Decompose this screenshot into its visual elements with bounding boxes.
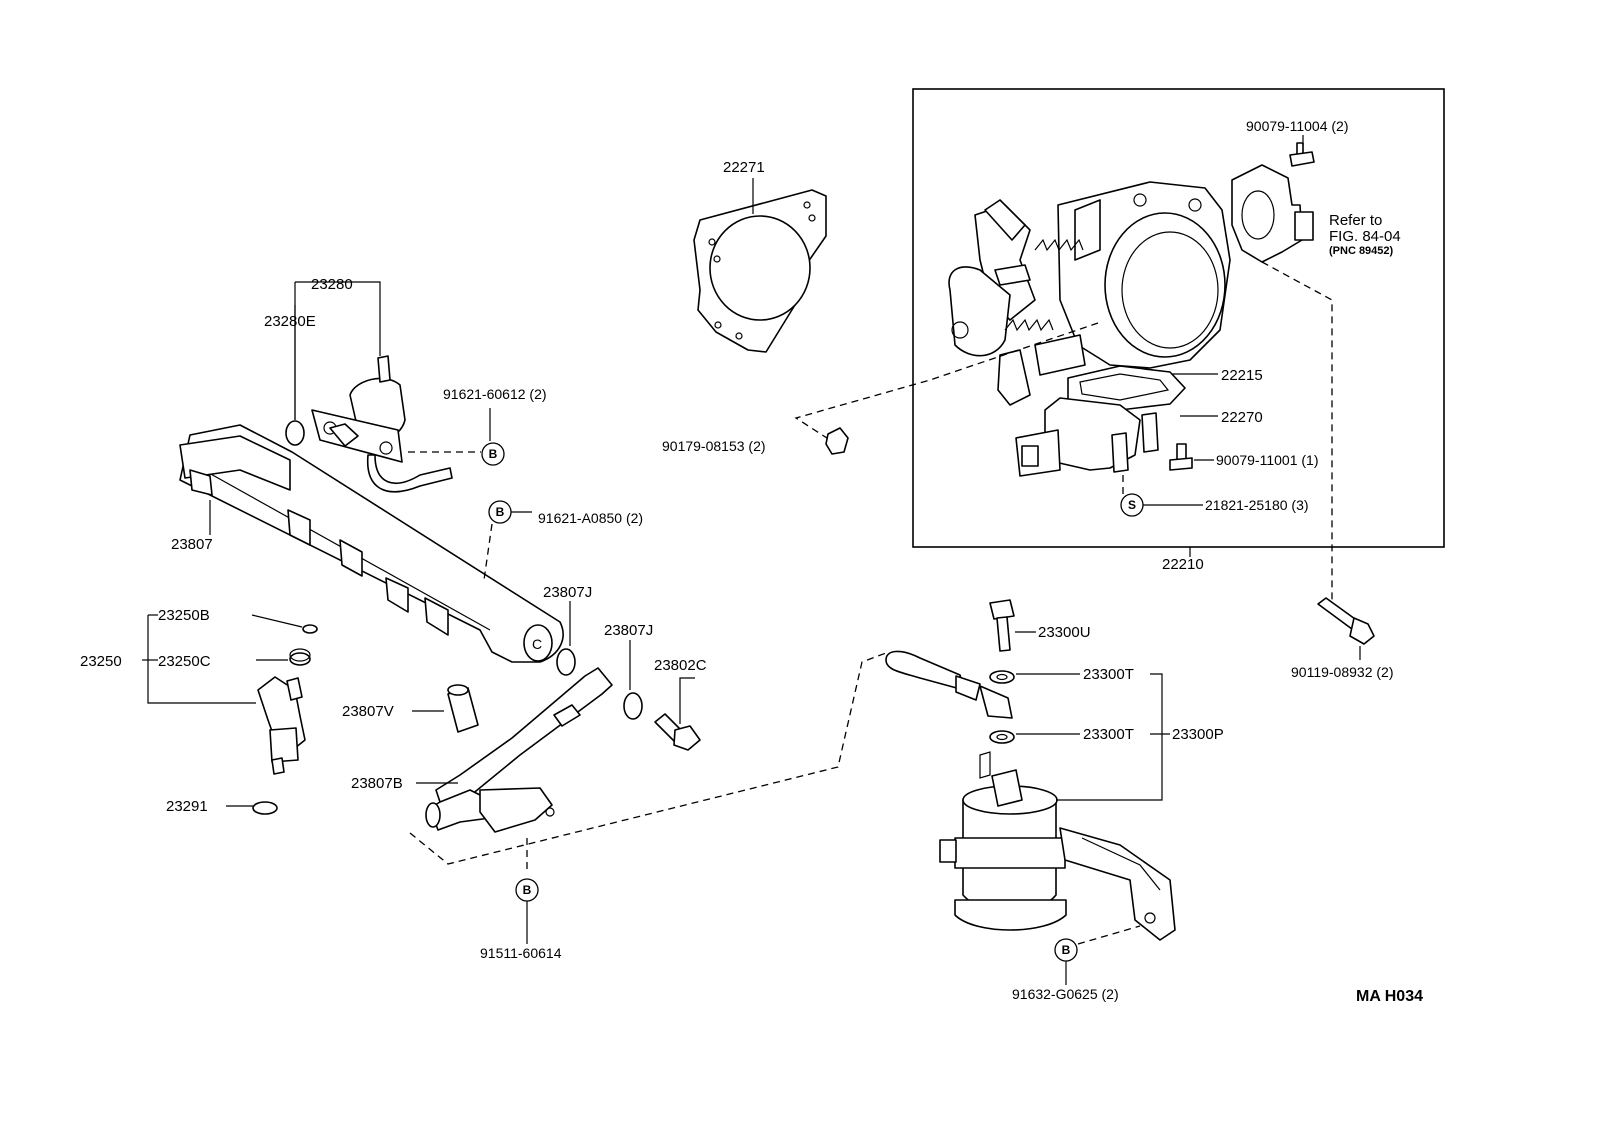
label-90179-08153: 90179-08153 (2) <box>662 438 766 454</box>
label-23300T-a: 23300T <box>1083 666 1134 683</box>
label-refer-fig: FIG. 84-04 <box>1329 228 1401 245</box>
label-22210: 22210 <box>1162 556 1204 573</box>
svg-text:B: B <box>523 883 532 897</box>
label-23807J-a: 23807J <box>543 584 592 601</box>
symbol-b-91621-60612: B <box>481 442 505 466</box>
label-23300U: 23300U <box>1038 624 1091 641</box>
label-23250: 23250 <box>80 653 122 670</box>
label-23300P: 23300P <box>1172 726 1224 743</box>
gasket-22271[interactable] <box>693 189 827 353</box>
symbol-s-21821-25180: S <box>1120 493 1144 517</box>
idle-air-control-valve-22270[interactable] <box>1015 365 1186 477</box>
label-22215: 22215 <box>1221 367 1263 384</box>
symbol-b-91621-A0850: B <box>488 500 512 524</box>
svg-text:S: S <box>1128 498 1136 512</box>
o-ring-23280E[interactable] <box>285 420 305 446</box>
gasket-23300T-b[interactable] <box>989 730 1015 744</box>
union-bolt-23802C[interactable] <box>654 713 701 751</box>
label-refer-pnc: (PNC 89452) <box>1329 245 1394 257</box>
label-23807V: 23807V <box>342 703 394 720</box>
label-23291: 23291 <box>166 798 208 815</box>
svg-text:C: C <box>532 636 542 652</box>
label-23807: 23807 <box>171 536 213 553</box>
fuel-delivery-pipe-23807[interactable]: C <box>179 424 564 663</box>
ring-23250B[interactable] <box>302 624 318 634</box>
label-23250B: 23250B <box>158 607 210 624</box>
pulsation-damper-23807V[interactable] <box>447 684 479 733</box>
label-21821-25180: 21821-25180 (3) <box>1205 497 1309 513</box>
bolt-90119-08932[interactable] <box>1317 597 1375 645</box>
svg-text:B: B <box>496 505 505 519</box>
label-91621-A0850: 91621-A0850 (2) <box>538 510 643 526</box>
label-90119-08932: 90119-08932 (2) <box>1291 664 1393 680</box>
label-23807B: 23807B <box>351 775 403 792</box>
label-23802C: 23802C <box>654 657 707 674</box>
label-91511-60614: 91511-60614 <box>480 945 562 961</box>
label-90079-11001: 90079-11001 (1) <box>1216 452 1318 468</box>
throttle-body[interactable] <box>948 181 1231 406</box>
label-23250C: 23250C <box>158 653 211 670</box>
throttle-body-assembly-frame <box>912 88 1445 548</box>
symbol-b-91632-G0625: B <box>1054 938 1078 962</box>
o-ring-23807J-b[interactable] <box>623 692 643 720</box>
cap-90179-08153[interactable] <box>825 427 849 455</box>
fuel-filter-23300[interactable] <box>939 751 1176 941</box>
grommet-23250C[interactable] <box>289 648 311 666</box>
fuel-hose[interactable] <box>885 650 1013 719</box>
fuel-pressure-regulator-23280[interactable] <box>311 355 453 493</box>
illustration-code: MA H034 <box>1356 988 1423 1005</box>
label-23280: 23280 <box>311 276 353 293</box>
insulator-23291[interactable] <box>252 801 278 815</box>
label-23807J-b: 23807J <box>604 622 653 639</box>
union-bolt-23300U[interactable] <box>989 599 1015 652</box>
label-23280E: 23280E <box>264 313 316 330</box>
label-91621-60612: 91621-60612 (2) <box>443 386 547 402</box>
symbol-b-91511-60614: B <box>515 878 539 902</box>
screw-90079-11004[interactable] <box>1289 142 1315 167</box>
label-refer-to: Refer to <box>1329 212 1382 229</box>
gasket-23300T-a[interactable] <box>989 670 1015 684</box>
svg-text:B: B <box>1062 943 1071 957</box>
label-90079-11004: 90079-11004 (2) <box>1246 118 1348 134</box>
fuel-injector-23250[interactable] <box>257 676 306 775</box>
label-91632-G0625: 91632-G0625 (2) <box>1012 986 1119 1002</box>
label-22271: 22271 <box>723 159 765 176</box>
label-23300T-b: 23300T <box>1083 726 1134 743</box>
fuel-pipe-23807B[interactable] <box>425 667 613 833</box>
o-ring-23807J-a[interactable] <box>556 648 576 676</box>
svg-text:B: B <box>489 447 498 461</box>
label-22270: 22270 <box>1221 409 1263 426</box>
throttle-position-sensor[interactable] <box>1231 164 1314 263</box>
screw-90079-11001[interactable] <box>1169 443 1193 471</box>
